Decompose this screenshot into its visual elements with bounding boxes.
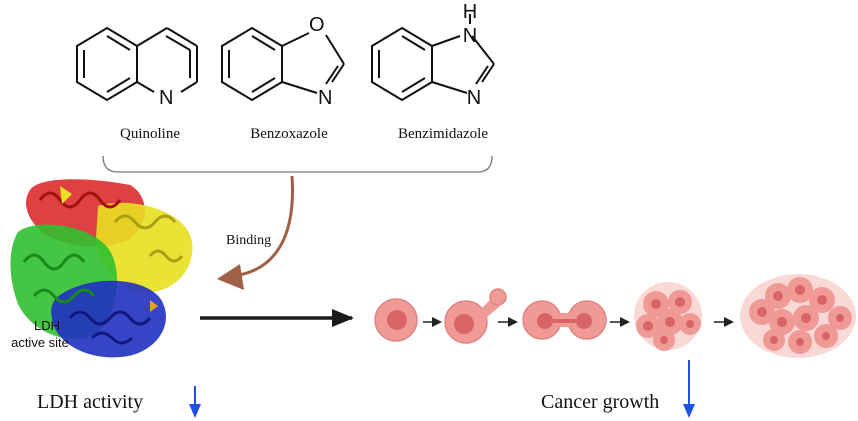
benzimidazole-nh-atom: N bbox=[463, 25, 477, 47]
benzoxazole-structure bbox=[221, 26, 345, 102]
cell-cluster-small bbox=[634, 282, 702, 351]
quinoline-structure bbox=[76, 26, 198, 102]
benzimidazole-n-atom: N bbox=[467, 87, 481, 109]
active-site-label: active site bbox=[11, 335, 69, 350]
quinoline-n-atom: N bbox=[159, 87, 173, 109]
benzoxazole-label: Benzoxazole bbox=[250, 126, 328, 142]
cell-budding bbox=[444, 288, 507, 344]
cell-dividing bbox=[522, 300, 607, 340]
binding-label: Binding bbox=[226, 233, 271, 248]
benzoxazole-o-atom: O bbox=[309, 14, 325, 36]
cell-single bbox=[374, 298, 418, 342]
ldh-activity-label: LDH activity bbox=[37, 391, 143, 413]
cancer-growth-label: Cancer growth bbox=[541, 391, 659, 413]
binding-arrowhead bbox=[217, 264, 244, 290]
group-bracket bbox=[102, 155, 493, 173]
cell-cluster-large bbox=[740, 274, 856, 358]
ldh-protein bbox=[10, 179, 193, 358]
cancer-growth-down-arrow bbox=[683, 360, 695, 418]
benzimidazole-h-atom: H bbox=[463, 1, 477, 23]
binding-arrow bbox=[233, 175, 295, 278]
benzimidazole-structure bbox=[371, 14, 495, 102]
benzoxazole-n-atom: N bbox=[318, 87, 332, 109]
benzimidazole-label: Benzimidazole bbox=[398, 126, 488, 142]
quinoline-label: Quinoline bbox=[120, 126, 180, 142]
ldh-activity-down-arrow bbox=[189, 386, 201, 418]
ldh-label: LDH bbox=[34, 318, 60, 333]
